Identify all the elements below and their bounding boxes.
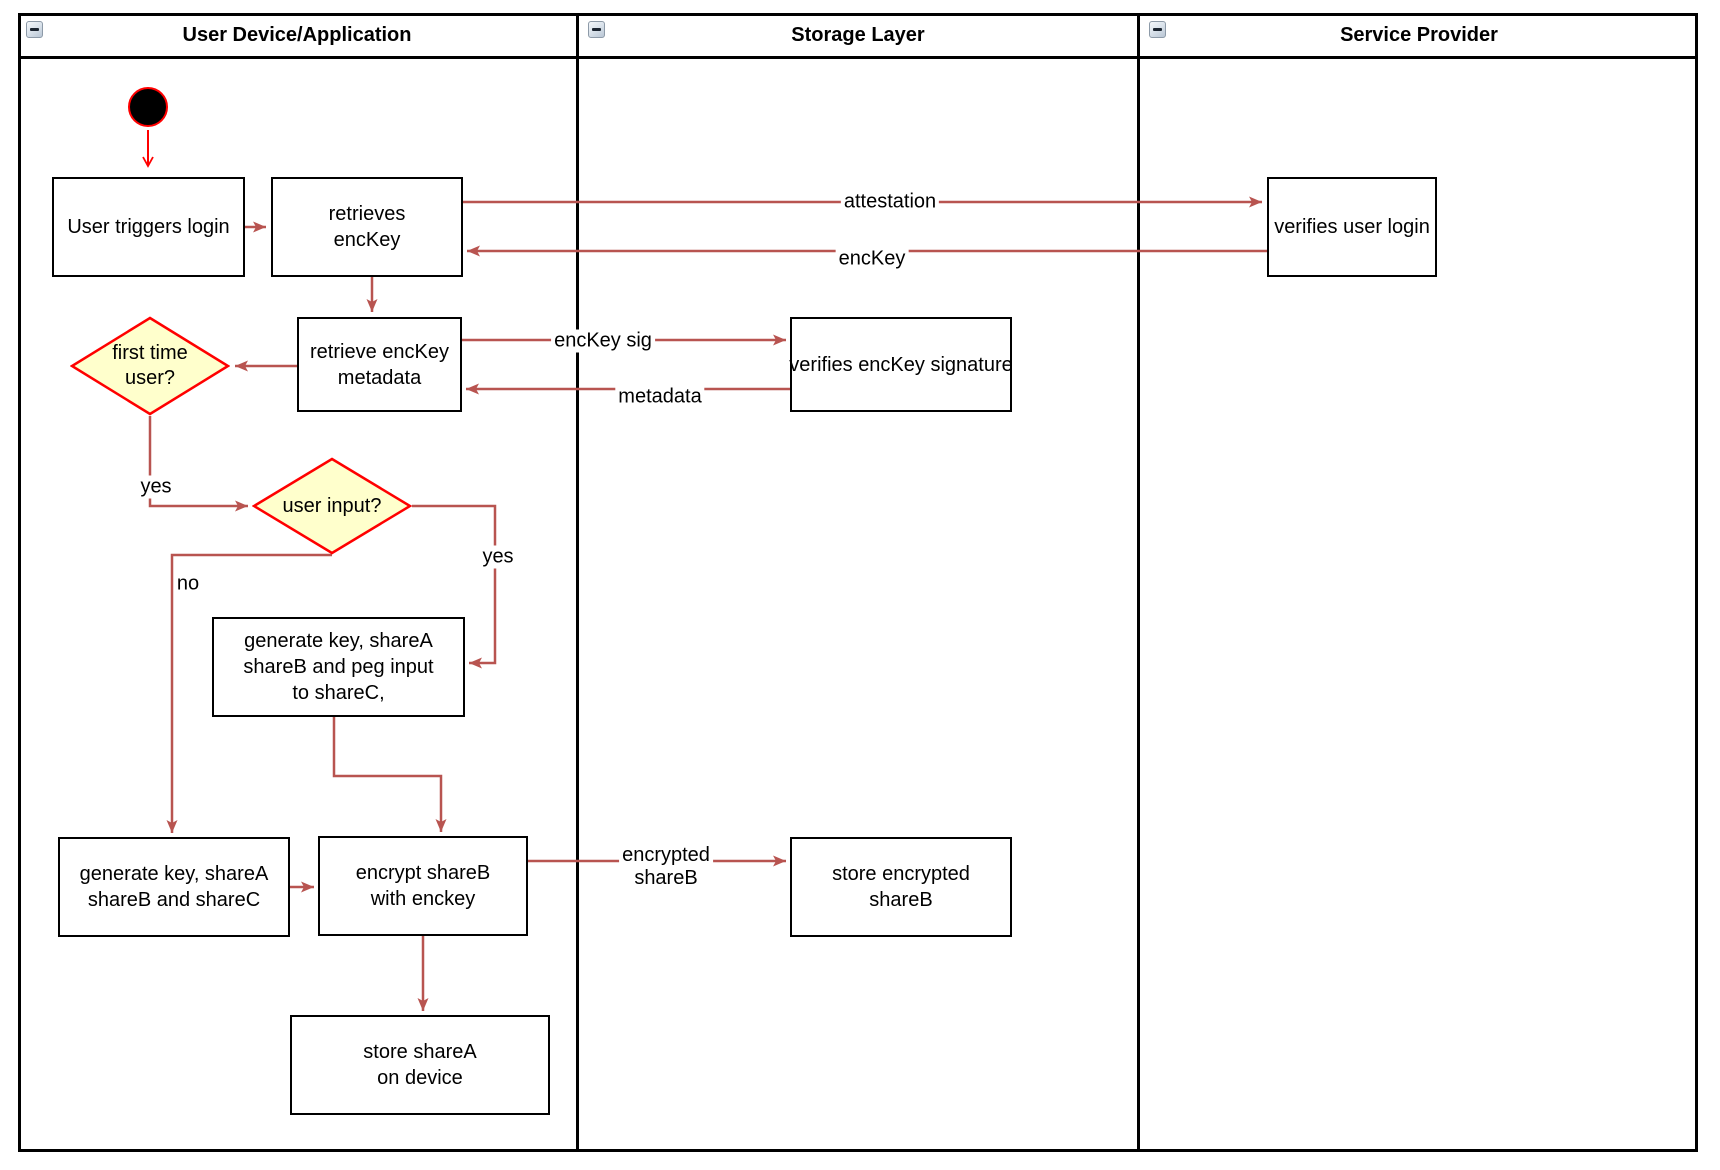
collapse-lane-icon[interactable] xyxy=(1149,21,1166,38)
decision-label: first time user? xyxy=(112,342,188,389)
start-node[interactable] xyxy=(128,87,168,127)
header-divider-line xyxy=(18,56,1698,59)
node-retrieve-enckey-metadata[interactable]: retrieve encKey metadata xyxy=(297,317,462,412)
node-user-triggers-login[interactable]: User triggers login xyxy=(52,177,245,277)
lane-title-storage-layer: Storage Layer xyxy=(791,23,925,46)
node-generate-key-peg-input[interactable]: generate key, shareA shareB and peg inpu… xyxy=(212,617,465,717)
lane-title-user-device: User Device/Application xyxy=(182,23,412,46)
node-verifies-user-login[interactable]: verifies user login xyxy=(1267,177,1437,277)
lane-divider-2 xyxy=(1137,13,1140,1152)
node-store-sharea-on-device[interactable]: store shareA on device xyxy=(290,1015,550,1115)
collapse-lane-icon[interactable] xyxy=(26,21,43,38)
edge-label-metadata: metadata xyxy=(615,385,705,409)
decision-first-time-user[interactable]: first time user? xyxy=(70,316,230,416)
decision-user-input[interactable]: user input? xyxy=(252,457,412,555)
edge-label-enckey-sig: encKey sig xyxy=(551,329,655,353)
node-store-encrypted-shareb[interactable]: store encrypted shareB xyxy=(790,837,1012,937)
diamond-shape xyxy=(252,457,412,555)
edge-label-attestation: attestation xyxy=(840,190,940,214)
edge-label-yes: yes xyxy=(137,475,175,499)
diamond-shape xyxy=(70,316,230,416)
node-retrieves-enckey[interactable]: retrieves encKey xyxy=(271,177,463,277)
edge-label-encrypted-shareb: encrypted shareB xyxy=(619,844,713,890)
node-generate-key-shares[interactable]: generate key, shareA shareB and shareC xyxy=(58,837,290,937)
decision-label: user input? xyxy=(282,494,382,517)
lane-divider-1 xyxy=(576,13,579,1152)
collapse-lane-icon[interactable] xyxy=(588,21,605,38)
lane-title-service-provider: Service Provider xyxy=(1340,23,1498,46)
node-encrypt-shareb[interactable]: encrypt shareB with enckey xyxy=(318,836,528,936)
edge-label-yes: yes xyxy=(479,545,517,569)
node-verifies-enckey-signature[interactable]: verifies encKey signature xyxy=(789,317,1013,412)
pool-border xyxy=(18,13,1698,1152)
edge-label-enckey: encKey xyxy=(835,247,909,271)
edge-label-no: no xyxy=(173,572,203,596)
